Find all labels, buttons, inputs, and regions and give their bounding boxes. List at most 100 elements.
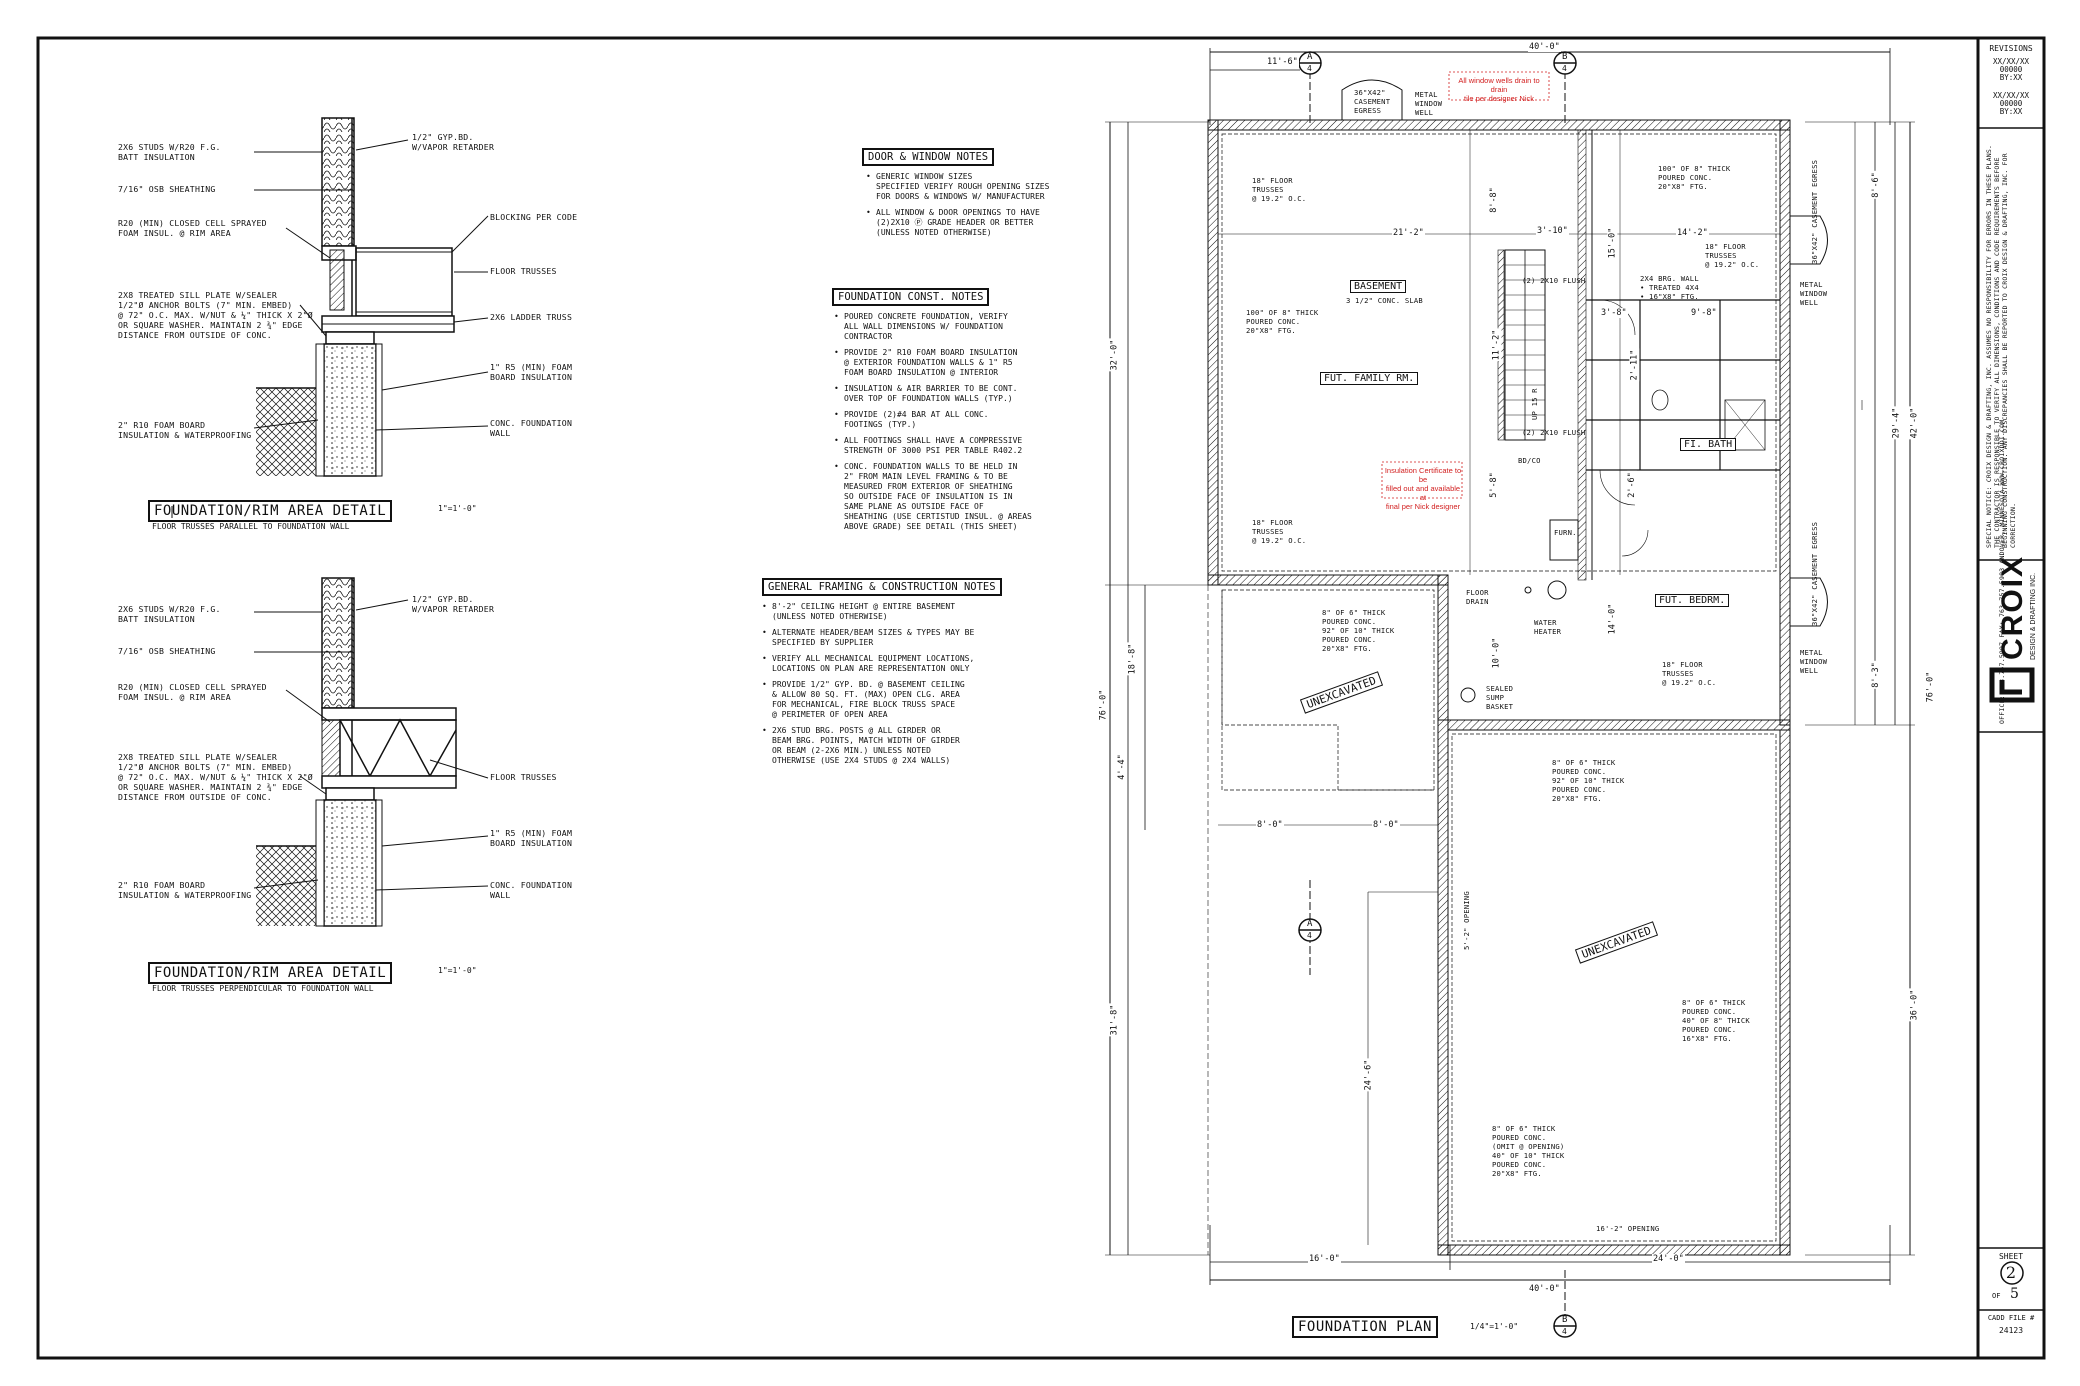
marker-b-bot-num: 4 bbox=[1562, 1327, 1567, 1336]
cadd-label: CADD FILE # bbox=[1987, 1314, 2035, 1322]
framing-note: VERIFY ALL MECHANICAL EQUIPMENT LOCATION… bbox=[762, 654, 1062, 674]
detail-1-scale: 1"=1'-0" bbox=[438, 504, 477, 513]
foundation-note: CONC. FOUNDATION WALLS TO BE HELD IN 2" … bbox=[834, 462, 1094, 532]
dim-bottom-right: 24'-0" bbox=[1652, 1254, 1685, 1264]
door-window-note: GENERIC WINDOW SIZES SPECIFIED VERIFY RO… bbox=[866, 172, 1106, 202]
revision-1: XX/XX/XX 00000 BY:XX bbox=[1992, 57, 2030, 82]
water-heater-label: WATER HEATER bbox=[1534, 618, 1562, 636]
d1-r20-label: R20 (MIN) CLOSED CELL SPRAYED FOAM INSUL… bbox=[118, 218, 267, 238]
detail-1-leaders bbox=[171, 139, 489, 518]
dim-right-42: 42'-0" bbox=[1909, 406, 1920, 440]
dim-11-2: 11'-2" bbox=[1491, 328, 1502, 362]
room-family: FUT. FAMILY RM. bbox=[1320, 372, 1419, 385]
dim-2-11: 2'-11" bbox=[1629, 348, 1640, 382]
d1-wall-label: CONC. FOUNDATION WALL bbox=[490, 418, 573, 438]
framing-notes-list: 8'-2" CEILING HEIGHT @ ENTIRE BASEMENT (… bbox=[762, 602, 1062, 772]
dim-10: 10'-0" bbox=[1491, 636, 1502, 670]
dim-8-8: 8'-8" bbox=[1488, 186, 1499, 214]
stair-flush-1-label: (2) 2x10 FLUSH bbox=[1522, 276, 1586, 285]
foundation-note: ALL FOOTINGS SHALL HAVE A COMPRESSIVE ST… bbox=[834, 436, 1094, 456]
foundation-note: POURED CONCRETE FOUNDATION, VERIFY ALL W… bbox=[834, 312, 1094, 342]
d2-studs-label: 2x6 STUDS w/R20 F.G. BATT INSULATION bbox=[118, 604, 221, 624]
red-note-insulation: Insulation Certificate to be filled out … bbox=[1384, 466, 1462, 511]
croix-logo: CROIX bbox=[1996, 554, 2029, 660]
of-label: OF bbox=[1992, 1292, 2001, 1300]
dim-left-31: 31'-8" bbox=[1109, 1003, 1120, 1037]
detail-2-subtitle: FLOOR TRUSSES PERPENDICULAR TO FOUNDATIO… bbox=[152, 984, 374, 993]
dim-left-18: 18'-8" bbox=[1127, 642, 1138, 676]
d1-foamboard-label: 2" R10 FOAM BOARD INSULATION & WATERPROO… bbox=[118, 420, 252, 440]
dim-left-32: 32'-0" bbox=[1109, 338, 1120, 372]
framing-note: PROVIDE 1/2" GYP. BD. @ BASEMENT CEILING… bbox=[762, 680, 1062, 720]
dim-15: 15'-0" bbox=[1607, 226, 1618, 260]
red-note-window-wells: All window wells drain to drain tile per… bbox=[1458, 76, 1540, 103]
marker-b-bot: B bbox=[1562, 1315, 1568, 1325]
door-window-notes-list: GENERIC WINDOW SIZES SPECIFIED VERIFY RO… bbox=[866, 172, 1106, 244]
stair-flush-2-label: (2) 2x10 FLUSH bbox=[1522, 428, 1586, 437]
revisions-label: REVISIONS bbox=[1989, 44, 2033, 53]
casement-1-label: 36"x42" CASEMENT EGRESS bbox=[1354, 88, 1391, 115]
framing-note: 8'-2" CEILING HEIGHT @ ENTIRE BASEMENT (… bbox=[762, 602, 1062, 622]
metal-well-2-label: METAL WINDOW WELL bbox=[1800, 280, 1828, 307]
detail-2-leaders bbox=[253, 599, 489, 891]
section-markers bbox=[1298, 51, 1577, 1338]
d2-osb-label: 7/16" OSB SHEATHING bbox=[118, 646, 216, 656]
detail-2-graphic bbox=[256, 577, 457, 927]
metal-well-3-label: METAL WINDOW WELL bbox=[1800, 648, 1828, 675]
stair-up-label: UP 15 R bbox=[1530, 388, 1539, 420]
d1-studs-label: 2x6 STUDS w/R20 F.G. BATT INSULATION bbox=[118, 142, 221, 162]
dim-right-8-6: 8'-6" bbox=[1870, 171, 1881, 199]
room-basement: BASEMENT bbox=[1350, 280, 1407, 293]
door-window-notes-title: DOOR & WINDOW NOTES bbox=[862, 148, 995, 166]
room-bath: FI. BATH bbox=[1680, 438, 1737, 451]
dim-8-0-b: 8'-0" bbox=[1372, 820, 1400, 830]
dim-bottom-left: 16'-0" bbox=[1308, 1254, 1341, 1264]
revision-2: XX/XX/XX 00000 BY:XX bbox=[1992, 91, 2030, 116]
sump-label: SEALED SUMP BASKET bbox=[1486, 684, 1514, 711]
dim-left-4-4: 4'-4" bbox=[1116, 753, 1127, 781]
dim-21-2: 21'-2" bbox=[1392, 228, 1425, 238]
foundation-notes-list: POURED CONCRETE FOUNDATION, VERIFY ALL W… bbox=[834, 312, 1094, 538]
foundation-plan-scale: 1/4"=1'-0" bbox=[1470, 1322, 1519, 1331]
room-basement-sub: 3 1/2" CONC. SLAB bbox=[1346, 296, 1423, 305]
wall-6-4-label: 8" OF 6" THICK POURED CONC. (OMIT @ OPEN… bbox=[1492, 1124, 1565, 1178]
marker-b-top: B bbox=[1562, 52, 1568, 62]
marker-b-top-num: 4 bbox=[1562, 64, 1567, 73]
total-sheets: 5 bbox=[2010, 1286, 2019, 1302]
d2-gyp-label: 1/2" GYP.BD. w/VAPOR RETARDER bbox=[412, 594, 495, 614]
marker-a-mid: A bbox=[1307, 919, 1313, 929]
title-block-lines bbox=[1978, 127, 2044, 1311]
furnace-label: FURN. bbox=[1554, 528, 1577, 537]
detail-2-scale: 1"=1'-0" bbox=[438, 966, 477, 975]
d1-trusses-label: FLOOR TRUSSES bbox=[490, 266, 557, 276]
wall-8-label: 100" OF 8" THICK POURED CONC. 20"x8" FTG… bbox=[1246, 308, 1319, 335]
d1-sill-label: 2x8 TREATED SILL PLATE w/SEALER 1/2"Ø AN… bbox=[118, 290, 313, 340]
d1-blocking-label: BLOCKING PER CODE bbox=[490, 212, 578, 222]
d2-r20-label: R20 (MIN) CLOSED CELL SPRAYED FOAM INSUL… bbox=[118, 682, 267, 702]
framing-notes-title: GENERAL FRAMING & CONSTRUCTION NOTES bbox=[762, 578, 1002, 596]
door-window-note: ALL WINDOW & DOOR OPENINGS TO HAVE (2)2x… bbox=[866, 208, 1106, 238]
wall-6-2-label: 8" OF 6" THICK POURED CONC. 92" OF 10" T… bbox=[1552, 758, 1625, 803]
dim-24-6: 24'-6" bbox=[1363, 1058, 1374, 1092]
trusses-tl-label: 18" FLOOR TRUSSES @ 19.2" O.C. bbox=[1252, 176, 1307, 203]
opening-bottom-label: 16'-2" OPENING bbox=[1596, 1224, 1660, 1233]
dim-3-10: 3'-10" bbox=[1536, 226, 1569, 236]
framing-note: 2x6 STUD BRG. POSTS @ ALL GIRDER or BEAM… bbox=[762, 726, 1062, 766]
detail-1-title: FOUNDATION/RIM AREA DETAIL bbox=[148, 500, 393, 522]
metal-well-1-label: METAL WINDOW WELL bbox=[1415, 90, 1443, 117]
marker-a-mid-num: 4 bbox=[1307, 931, 1312, 940]
marker-a-top-num: 4 bbox=[1307, 64, 1312, 73]
trusses-bl-label: 18" FLOOR TRUSSES @ 19.2" O.C. bbox=[1252, 518, 1307, 545]
dim-right-76: 76'-0" bbox=[1925, 670, 1936, 704]
trusses-tr-label: 18" FLOOR TRUSSES @ 19.2" O.C. bbox=[1705, 242, 1760, 269]
framing-note: ALTERNATE HEADER/BEAM SIZES & TYPES MAY … bbox=[762, 628, 1062, 648]
foundation-note: PROVIDE (2)#4 BAR AT ALL CONC. FOOTINGS … bbox=[834, 410, 1094, 430]
dim-left-76: 76'-0" bbox=[1098, 688, 1109, 722]
d1-osb-label: 7/16" OSB SHEATHING bbox=[118, 184, 216, 194]
sheet-label: SHEET bbox=[1998, 1252, 2024, 1261]
foundation-note: PROVIDE 2" R10 FOAM BOARD INSULATION @ E… bbox=[834, 348, 1094, 378]
dim-top-left: 11'-6" bbox=[1266, 57, 1299, 67]
detail-1-subtitle: FLOOR TRUSSES PARALLEL TO FOUNDATION WAL… bbox=[152, 522, 350, 531]
opening-side-label: 5'-2" OPENING bbox=[1462, 891, 1471, 950]
